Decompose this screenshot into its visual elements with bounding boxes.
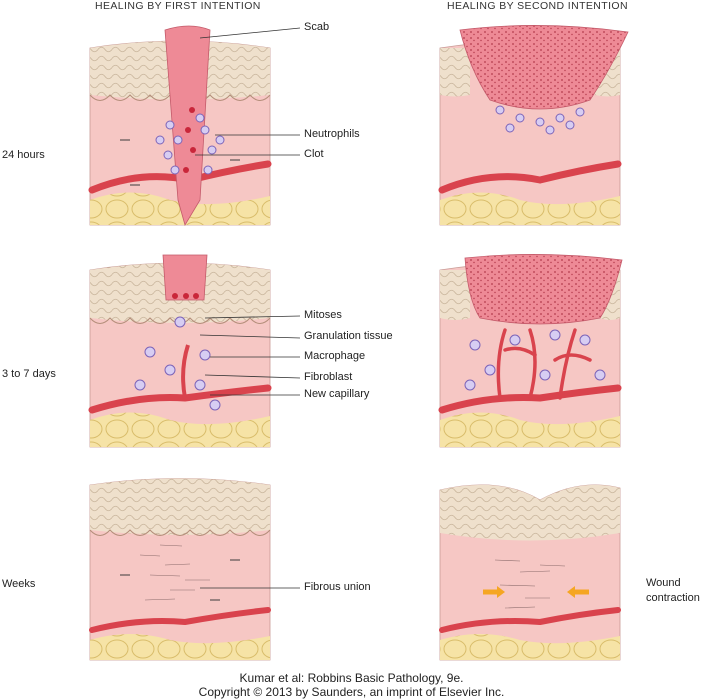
callout-neutrophils: Neutrophils	[304, 128, 360, 140]
callout-granulation-tissue: Granulation tissue	[304, 330, 393, 342]
caption-copyright: Copyright © 2013 by Saunders, an imprint…	[198, 685, 505, 699]
callout-wound-line1: Wound	[646, 577, 681, 589]
panel-second-3-7d	[438, 254, 623, 448]
callout-macrophage: Macrophage	[304, 350, 366, 362]
callout-fibroblast: Fibroblast	[304, 371, 353, 383]
row-label-24-hours: 24 hours	[2, 149, 45, 161]
panel-second-24h	[438, 25, 629, 226]
callout-new-capillary: New capillary	[304, 388, 370, 400]
callout-wound-line2: contraction	[646, 592, 700, 604]
callout-lines	[195, 27, 301, 589]
caption-source: Kumar et al: Robbins Basic Pathology, 9e…	[239, 671, 464, 685]
row-label-3-to-7-days: 3 to 7 days	[2, 368, 56, 380]
callout-fibrous-union: Fibrous union	[304, 581, 371, 593]
row-label-weeks: Weeks	[2, 578, 36, 590]
callout-mitoses: Mitoses	[304, 309, 342, 321]
callout-clot: Clot	[304, 148, 324, 160]
header-second-intention: HEALING BY SECOND INTENTION	[447, 0, 628, 12]
panel-first-weeks	[89, 478, 271, 661]
header-first-intention: HEALING BY FIRST INTENTION	[95, 0, 261, 12]
panel-first-24h	[88, 25, 272, 227]
callout-scab: Scab	[304, 21, 330, 33]
panel-second-weeks	[439, 484, 621, 661]
panel-first-3-7d	[88, 254, 272, 448]
